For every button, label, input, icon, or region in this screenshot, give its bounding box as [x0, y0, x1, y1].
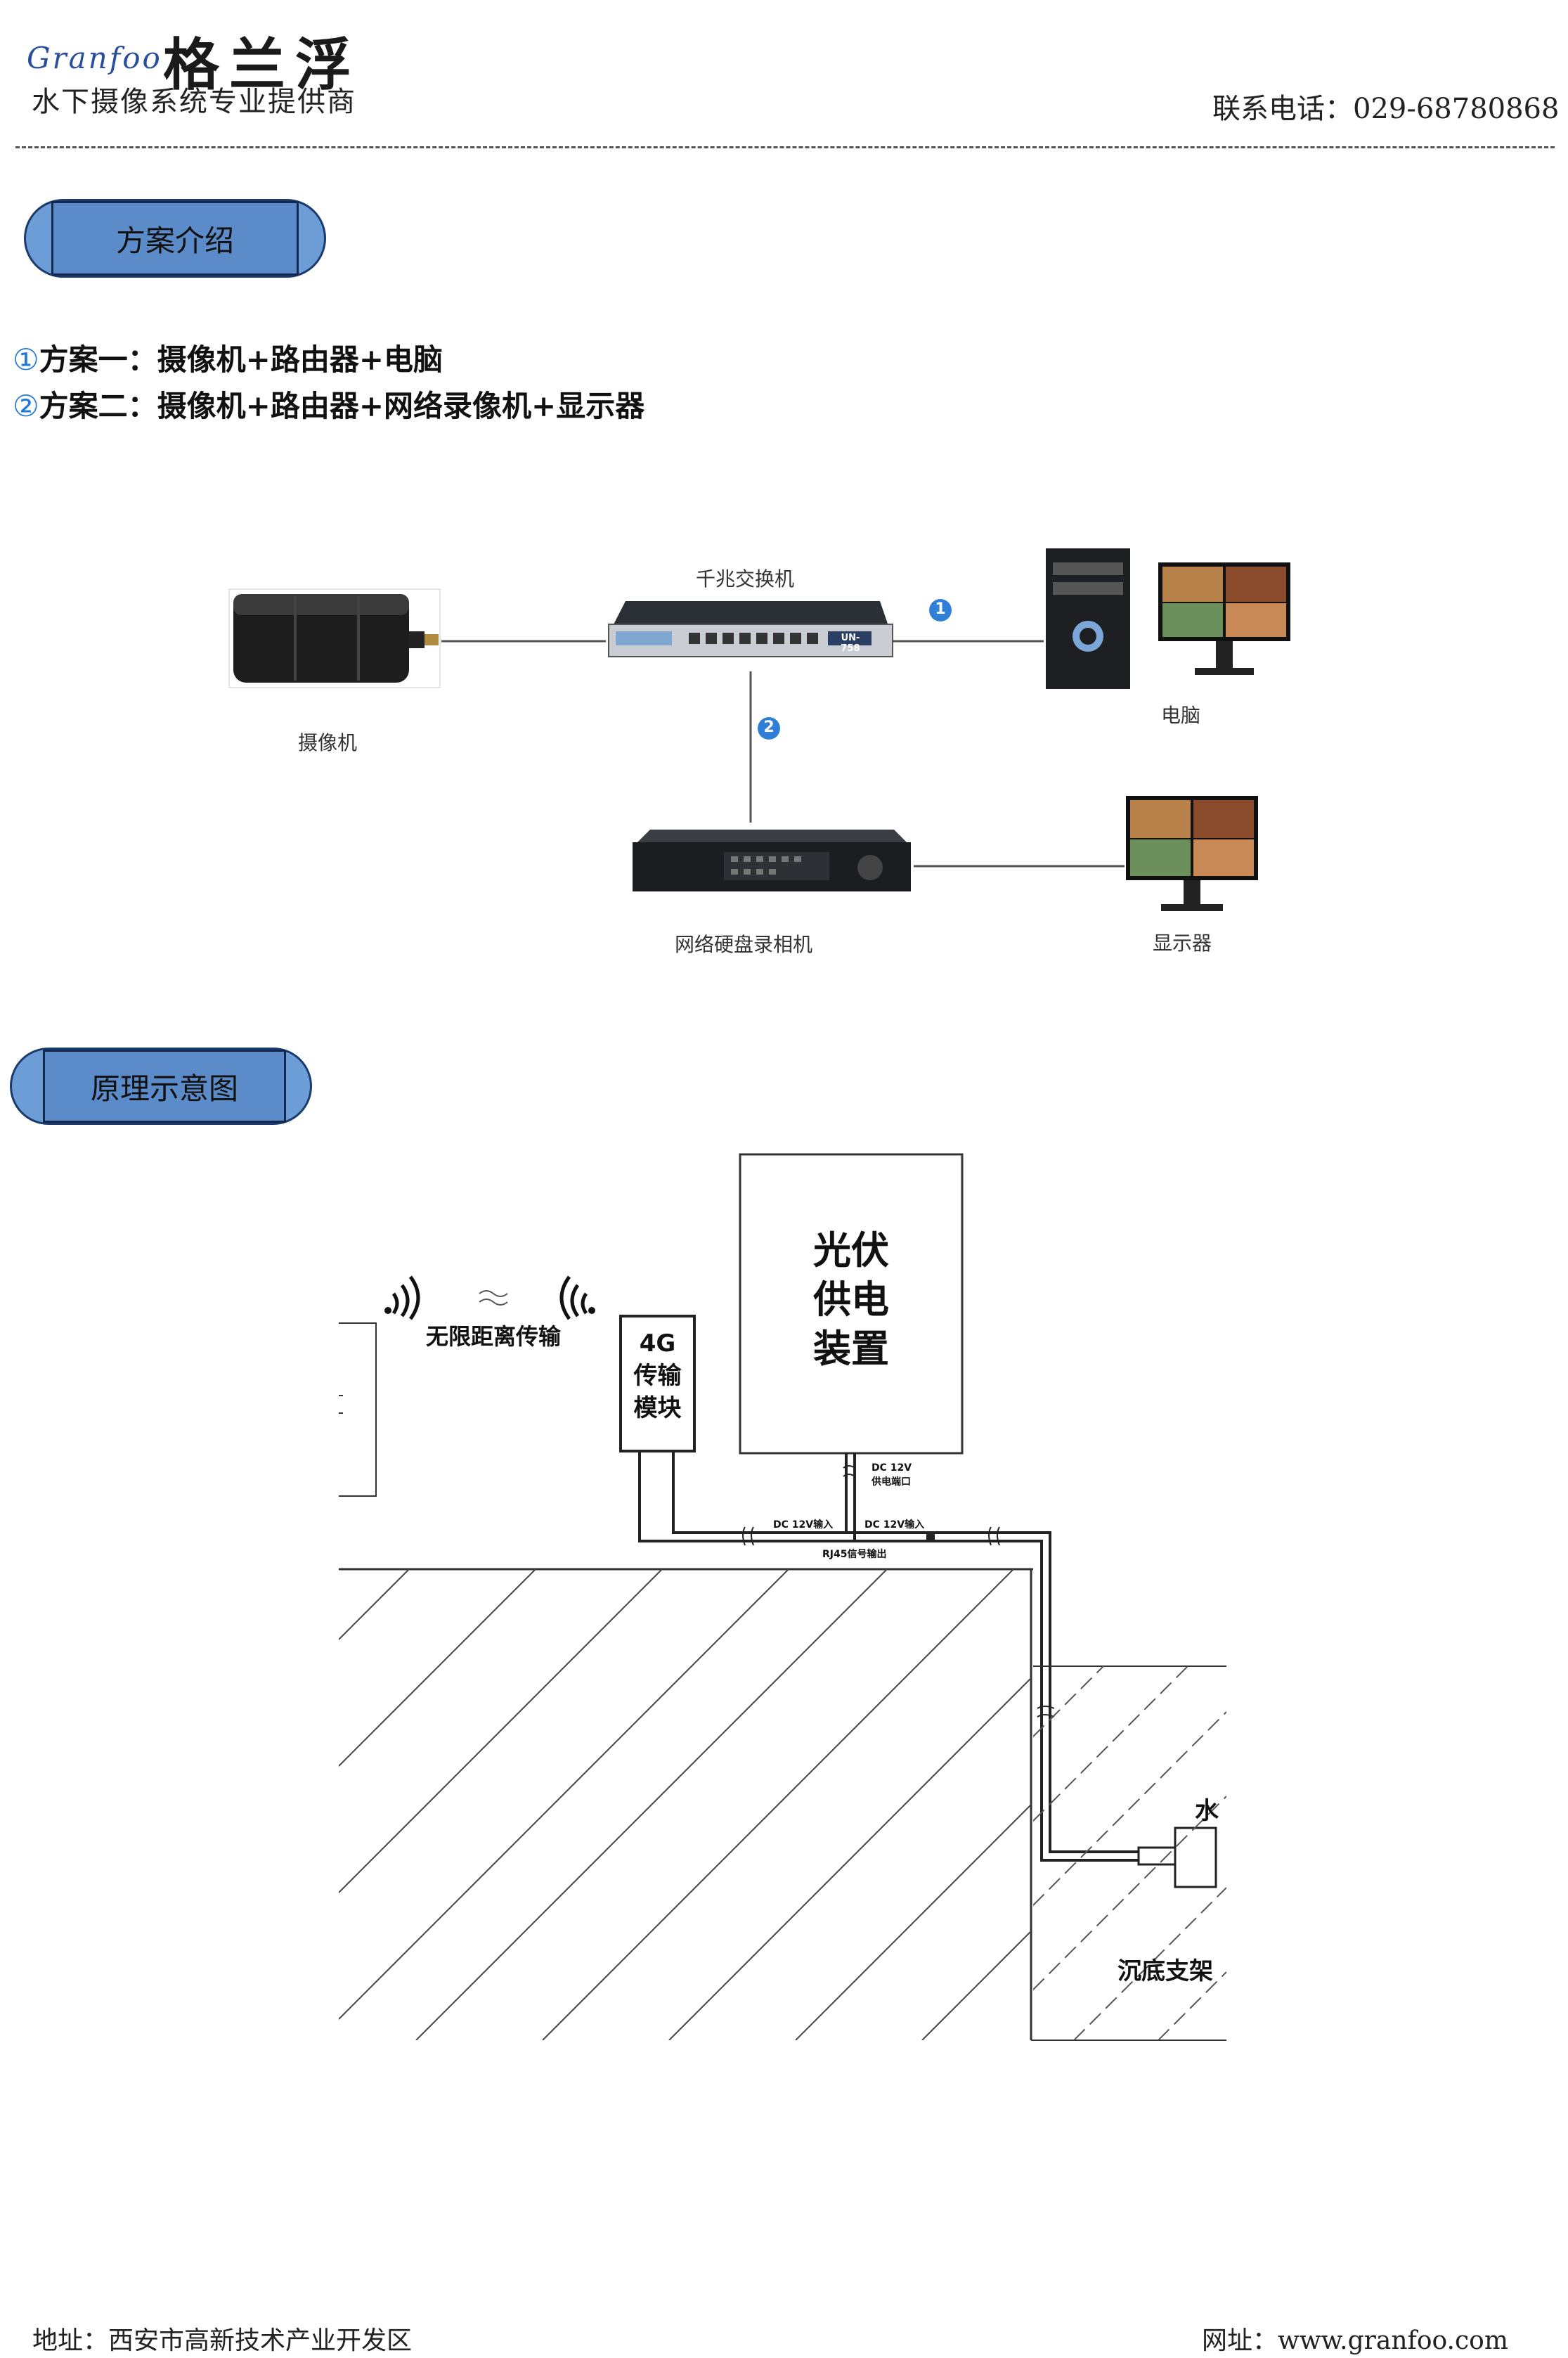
display-monitor-icon: [1126, 796, 1258, 911]
nvr-icon: [633, 830, 911, 891]
footer-website: 网址：www.granfoo.com: [1202, 2326, 1508, 2355]
cable-connector: [926, 1532, 935, 1542]
pv-power-box: [739, 1153, 964, 1455]
wireless-right-icon: [559, 1275, 588, 1320]
logo-chinese-text: 格兰浮: [163, 32, 361, 98]
contact-phone: 联系电话：029-68780868: [1212, 93, 1560, 125]
module-label-line1: 4G: [639, 1329, 676, 1358]
wireless-left-icon: [391, 1275, 420, 1320]
nvr-label: 网络硬盘录相机: [675, 933, 813, 956]
run-cable-b: [921, 1540, 1139, 1862]
pv-label-line1: 光伏: [813, 1228, 889, 1273]
plan-one-text: 方案一：摄像机+路由器+电脑: [39, 342, 443, 377]
section-intro-title: 方案介绍: [51, 201, 299, 276]
camera-icon: [228, 588, 441, 688]
switch-icon: [608, 601, 893, 657]
4g-module-box: [619, 1315, 696, 1452]
pc-monitor-icon: [1158, 562, 1290, 675]
monitor-label: 显示器: [1153, 932, 1212, 955]
bracket-label: 沉底支架: [1117, 1957, 1213, 1985]
section-schematic-title: 原理示意图: [43, 1050, 286, 1123]
water-hatch: [1033, 1666, 1226, 2040]
section-intro-pill: 方案介绍: [24, 199, 326, 278]
module-label: 4G 传输 模块: [621, 1327, 694, 1424]
plan-one: ①方案一：摄像机+路由器+电脑: [13, 336, 443, 379]
module-cable-b: [672, 1451, 752, 1534]
logo-latin-text: Granfoo: [27, 41, 162, 75]
network-diagram: [228, 548, 1290, 911]
badge-one-number: 1: [935, 600, 946, 618]
footer-address: 地址：西安市高新技术产业开发区: [32, 2326, 413, 2355]
pc-tower-icon: [1046, 548, 1130, 689]
camera-connector: [1137, 1846, 1177, 1866]
power-port-line1: DC 12V: [872, 1462, 912, 1474]
company-tagline: 水下摄像系统专业提供商: [32, 86, 356, 118]
plan-two: ②方案二：摄像机+路由器+网络录像机+显示器: [13, 382, 644, 425]
wireless-label: 无限距离传输: [426, 1323, 562, 1350]
switch-model-badge: UN-758: [841, 633, 860, 654]
badge-one-icon: [929, 599, 952, 621]
power-port-line2: 供电端口: [872, 1476, 911, 1488]
dc-input-label-a: DC 12V输入: [773, 1519, 834, 1531]
plan-one-number: ①: [13, 342, 39, 377]
header-divider: [15, 146, 1555, 148]
ground-hatch: [339, 1569, 1031, 2040]
pv-label-line3: 装置: [813, 1327, 889, 1371]
power-port-label: DC 12V 供电端口: [872, 1461, 912, 1489]
dc-input-label-b: DC 12V输入: [864, 1519, 925, 1531]
water-label: 水: [1195, 1797, 1219, 1825]
underwater-camera-icon: [1174, 1827, 1217, 1888]
module-cable-a: [638, 1451, 752, 1542]
left-receiver-box: [339, 1322, 377, 1497]
run-cable-a: [921, 1531, 1139, 1853]
rj45-output-label: RJ45信号输出: [822, 1549, 887, 1560]
module-label-line3: 模块: [633, 1394, 682, 1422]
badge-two-number: 2: [763, 719, 775, 736]
switch-label: 千兆交换机: [696, 567, 795, 591]
pc-label: 电脑: [1161, 704, 1201, 727]
section-schematic-pill: 原理示意图: [10, 1048, 312, 1125]
wave-icon: [479, 1290, 508, 1306]
camera-label: 摄像机: [298, 731, 358, 754]
module-label-line2: 传输: [633, 1362, 682, 1390]
badge-two-icon: [758, 717, 780, 740]
plan-two-number: ②: [13, 389, 39, 423]
pv-device-label: 光伏 供电 装置: [740, 1226, 962, 1374]
plan-two-text: 方案二：摄像机+路由器+网络录像机+显示器: [39, 389, 645, 423]
pv-label-line2: 供电: [813, 1277, 889, 1322]
